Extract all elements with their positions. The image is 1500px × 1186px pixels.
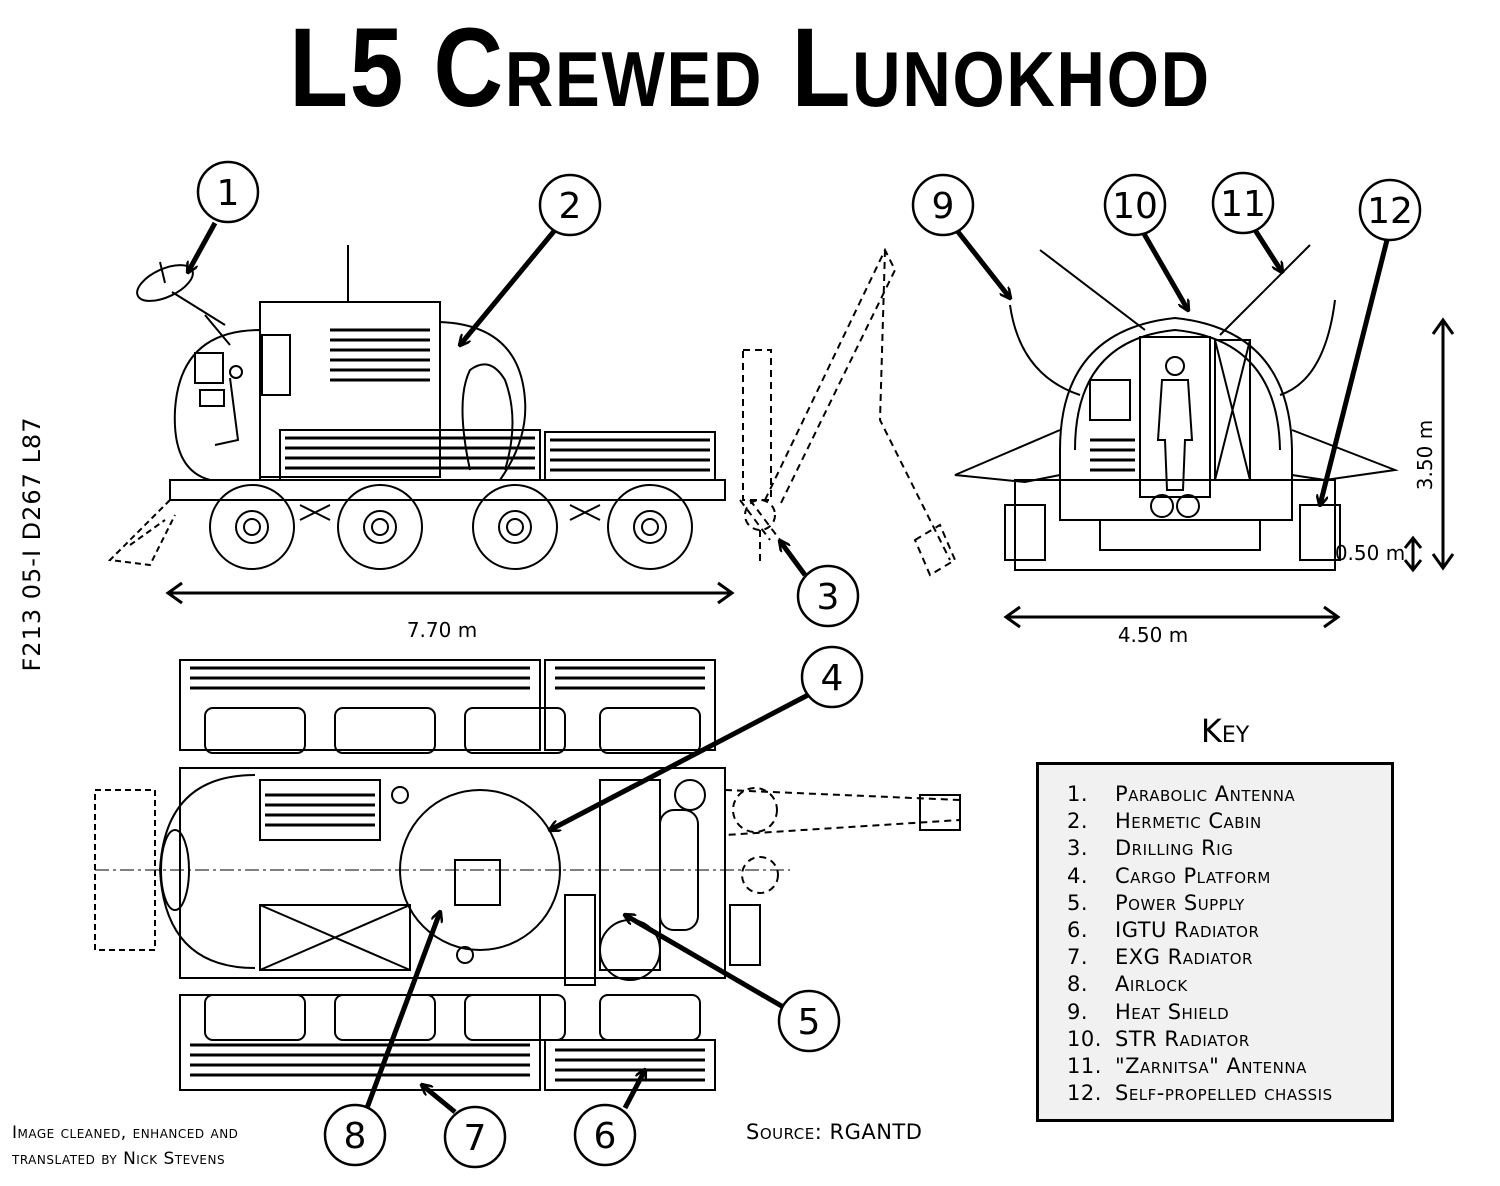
callout-5: 5	[777, 989, 841, 1053]
dimension-lines	[165, 317, 1455, 629]
key-item-number: 5.	[1067, 890, 1089, 915]
image-credit: Image cleaned, enhanced and translated b…	[12, 1123, 239, 1169]
key-item: 7. EXG Radiator	[1067, 944, 1391, 971]
igtu-radiator-bottom	[544, 1039, 716, 1091]
key-item-label: Parabolic Antenna	[1115, 782, 1296, 806]
callout-leaders	[188, 221, 1390, 1114]
side-view	[107, 245, 957, 577]
key-item-number: 12.	[1067, 1081, 1102, 1106]
width-dimension: 4.50 m	[1118, 623, 1188, 647]
key-item-label: EXG Radiator	[1115, 945, 1253, 970]
key-item: 2. Hermetic Cabin	[1067, 808, 1391, 835]
key-item-label: Heat Shield	[1115, 999, 1230, 1024]
clearance-dimension: 0.50 m	[1335, 541, 1405, 565]
callout-circles: 1 2 3 4 5 6 7 8 9 10 11 12	[196, 160, 1422, 1169]
key-title: Key	[1200, 712, 1250, 750]
key-item-label: Hermetic Cabin	[1115, 809, 1262, 834]
rear-cabin-drawing	[1059, 316, 1293, 521]
key-item: 10. STR Radiator	[1067, 1026, 1391, 1053]
drawing-reference-code: F213 05-I D267 L87	[18, 416, 46, 672]
svg-text:2: 2	[559, 186, 582, 227]
svg-text:1: 1	[217, 173, 240, 214]
callout-6: 6	[573, 1103, 637, 1167]
key-item: 8. Airlock	[1067, 971, 1391, 998]
key-item-label: Power Supply	[1115, 890, 1245, 915]
key-item: 6. IGTU Radiator	[1067, 917, 1391, 944]
heat-shield-arc-left	[1009, 304, 1081, 396]
callout-10: 10	[1103, 173, 1167, 237]
svg-text:9: 9	[932, 186, 955, 227]
svg-text:5: 5	[798, 1002, 821, 1043]
key-item: 3. Drilling Rig	[1067, 835, 1391, 862]
callout-7: 7	[443, 1105, 507, 1169]
svg-text:8: 8	[344, 1116, 367, 1157]
key-item-number: 3.	[1067, 836, 1089, 861]
astronaut-figure	[1156, 356, 1194, 491]
length-dimension: 7.70 m	[407, 618, 477, 642]
igtu-radiator-top	[544, 659, 716, 751]
key-item-label: Airlock	[1115, 972, 1188, 997]
key-item-label: Self-propelled chassis	[1115, 1081, 1333, 1106]
key-item: 5. Power Supply	[1067, 890, 1391, 917]
svg-text:10: 10	[1112, 186, 1158, 227]
exg-radiator-top	[179, 659, 541, 751]
key-item-number: 4.	[1067, 863, 1089, 888]
callout-4: 4	[800, 645, 864, 709]
page-title: L5 Crewed Lunokhod	[289, 5, 1211, 130]
parabolic-antenna-drawing	[136, 261, 231, 346]
side-wheels	[209, 484, 693, 570]
key-item-label: STR Radiator	[1115, 1026, 1250, 1051]
callout-3: 3	[796, 564, 860, 628]
top-view	[94, 659, 961, 1091]
key-item: 9. Heat Shield	[1067, 999, 1391, 1026]
key-item-number: 8.	[1067, 972, 1089, 997]
key-item: 1. Parabolic Antenna	[1067, 781, 1391, 808]
svg-text:3: 3	[817, 577, 840, 618]
key-item-number: 10.	[1067, 1026, 1102, 1051]
key-item-number: 1.	[1067, 782, 1089, 806]
svg-text:11: 11	[1220, 184, 1266, 225]
source-note: Source: RGANTD	[746, 1120, 923, 1144]
callout-11: 11	[1211, 171, 1275, 235]
key-item-label: IGTU Radiator	[1115, 917, 1260, 942]
heat-shield-arc-right	[1279, 299, 1336, 396]
key-item: 11. "Zarnitsa" Antenna	[1067, 1053, 1391, 1080]
cab-nose-drawing	[173, 328, 261, 481]
callout-9: 9	[911, 173, 975, 237]
drilling-rig-drawing	[739, 247, 957, 577]
svg-text:4: 4	[821, 658, 844, 699]
svg-text:12: 12	[1367, 191, 1413, 232]
rear-view	[954, 244, 1399, 571]
callout-12: 12	[1358, 178, 1422, 242]
key-item-number: 9.	[1067, 999, 1089, 1024]
callout-1: 1	[196, 160, 260, 224]
key-item-number: 2.	[1067, 809, 1089, 834]
svg-text:7: 7	[464, 1118, 487, 1159]
key-item-label: "Zarnitsa" Antenna	[1115, 1053, 1307, 1078]
key-item-number: 11.	[1067, 1053, 1102, 1078]
key-item-number: 6.	[1067, 917, 1089, 942]
key-item-label: Cargo Platform	[1115, 863, 1271, 888]
key-item: 12. Self-propelled chassis	[1067, 1080, 1391, 1107]
key-legend: 1. Parabolic Antenna 2. Hermetic Cabin 3. D…	[1036, 762, 1394, 1122]
key-item-label: Drilling Rig	[1115, 836, 1234, 861]
hermetic-cabin-drawing	[259, 301, 441, 478]
callout-8: 8	[323, 1103, 387, 1167]
svg-text:6: 6	[594, 1116, 617, 1157]
key-item-number: 7.	[1067, 945, 1089, 970]
callout-2: 2	[538, 173, 602, 237]
key-item: 4. Cargo Platform	[1067, 863, 1391, 890]
height-dimension: 3.50 m	[1413, 420, 1437, 490]
